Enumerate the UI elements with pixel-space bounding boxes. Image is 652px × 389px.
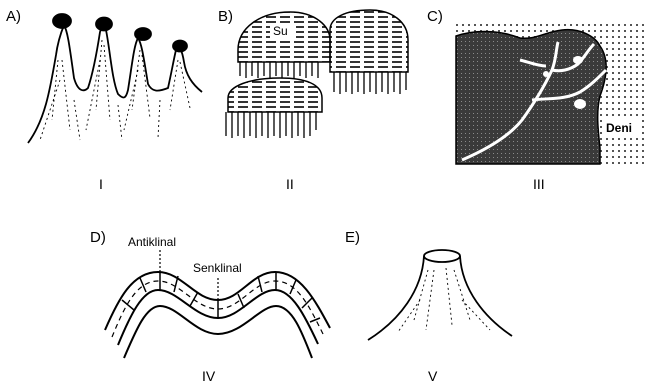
panel-a-earth-pillars	[28, 14, 202, 143]
panel-d-numeral: IV	[202, 369, 215, 383]
panel-c-delta	[452, 20, 644, 164]
panel-b-numeral: II	[286, 177, 294, 191]
panel-c-numeral: III	[533, 177, 545, 191]
panel-c-sea-label: Deni	[606, 122, 632, 134]
panel-a-numeral: I	[99, 177, 103, 191]
panel-e-letter: E)	[345, 230, 360, 245]
panel-d-syncline-label: Senklinal	[193, 262, 242, 274]
panel-e-numeral: V	[428, 369, 437, 383]
panel-e-shaft	[368, 250, 512, 340]
panel-d-letter: D)	[90, 230, 106, 245]
panel-b-terraces	[226, 10, 408, 138]
panel-d-anticline-label: Antiklinal	[128, 236, 176, 248]
panel-b-lake-label: Su	[273, 25, 288, 37]
panel-b-letter: B)	[218, 9, 233, 24]
panel-a-letter: A)	[6, 9, 21, 24]
panel-c-letter: C)	[427, 9, 443, 24]
